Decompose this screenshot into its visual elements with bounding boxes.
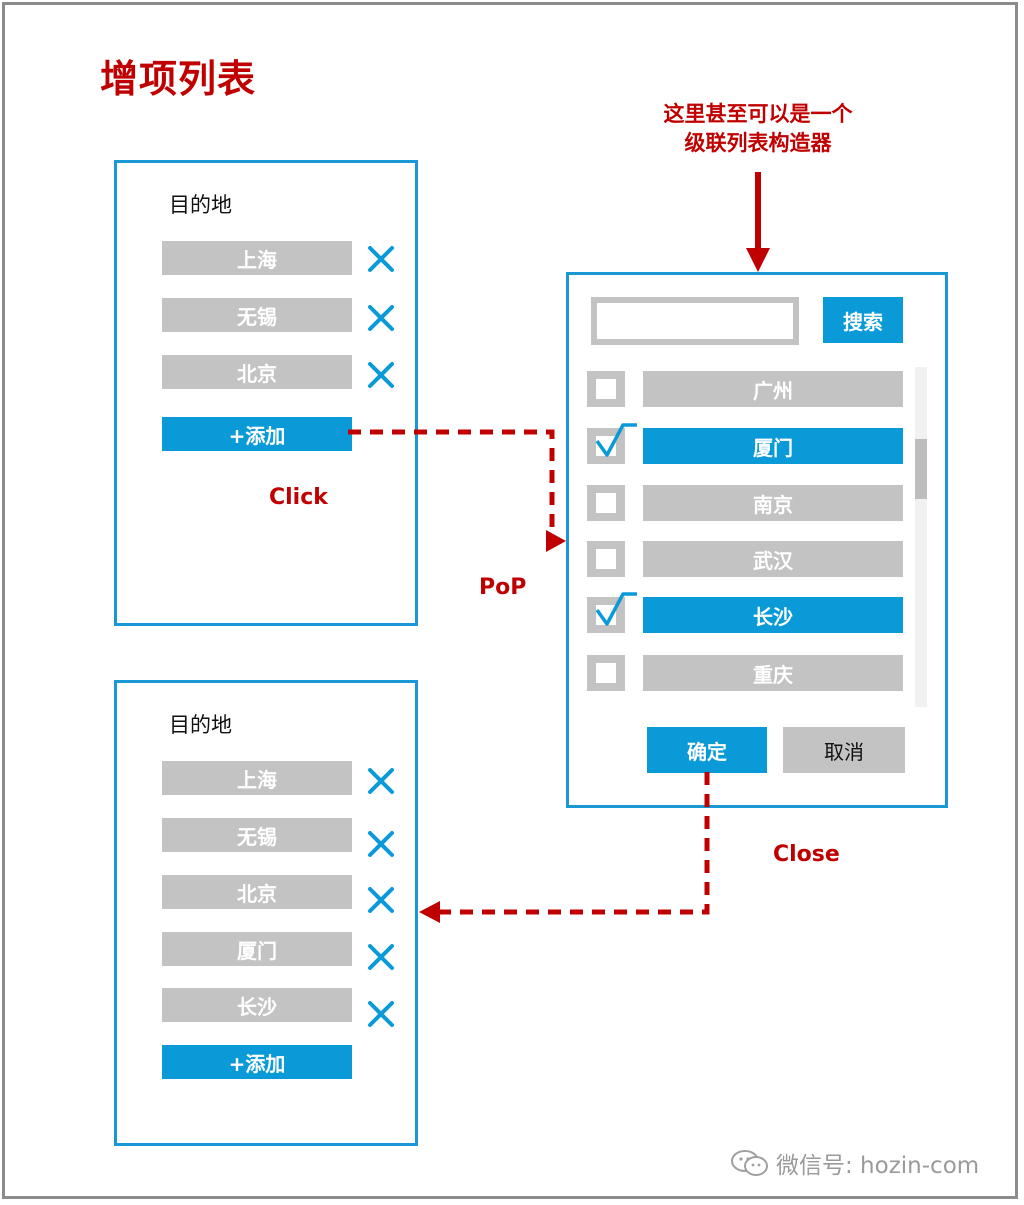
list-item: 上海: [162, 241, 352, 275]
close-icon[interactable]: [365, 941, 397, 973]
wechat-icon: [731, 1150, 768, 1176]
option-label[interactable]: 长沙: [643, 597, 903, 633]
option-label[interactable]: 广州: [643, 371, 903, 407]
option-checkbox[interactable]: [587, 371, 625, 407]
option-label[interactable]: 南京: [643, 485, 903, 521]
option-label[interactable]: 重庆: [643, 655, 903, 691]
page-title: 增项列表: [100, 57, 257, 101]
close-icon[interactable]: [365, 765, 397, 797]
watermark: 微信号: hozin-com: [730, 1146, 979, 1180]
close-icon[interactable]: [365, 302, 397, 334]
option-label[interactable]: 厦门: [643, 428, 903, 464]
checkmark-icon: [595, 592, 637, 626]
annotation-note: 这里甚至可以是一个 级联列表构造器: [620, 100, 896, 158]
option-checkbox[interactable]: [587, 428, 625, 464]
panel-heading: 目的地: [169, 713, 232, 737]
option-checkbox[interactable]: [587, 485, 625, 521]
scrollbar[interactable]: [915, 367, 927, 707]
list-item: 北京: [162, 875, 352, 909]
list-item: 无锡: [162, 818, 352, 852]
list-item: 北京: [162, 355, 352, 389]
option-checkbox[interactable]: [587, 655, 625, 691]
add-button[interactable]: +添加: [162, 417, 352, 451]
panel-heading: 目的地: [169, 193, 232, 217]
click-label: Click: [269, 485, 328, 510]
pop-label: PoP: [479, 575, 527, 600]
close-label: Close: [773, 842, 840, 867]
option-label[interactable]: 武汉: [643, 541, 903, 577]
popup-selector: 搜索 广州 厦门 南京 武汉 长沙 重庆 确定 取消: [566, 272, 948, 808]
list-item: 上海: [162, 761, 352, 795]
close-icon[interactable]: [365, 828, 397, 860]
destination-panel-top: 目的地 上海 无锡 北京 +添加: [114, 160, 418, 626]
close-icon[interactable]: [365, 884, 397, 916]
checkmark-icon: [595, 423, 637, 457]
note-line-1: 这里甚至可以是一个: [663, 102, 853, 126]
list-item: 无锡: [162, 298, 352, 332]
list-item: 长沙: [162, 988, 352, 1022]
note-line-2: 级联列表构造器: [684, 131, 832, 155]
add-button[interactable]: +添加: [162, 1045, 352, 1079]
scrollbar-thumb[interactable]: [915, 439, 927, 499]
option-checkbox[interactable]: [587, 541, 625, 577]
search-button[interactable]: 搜索: [823, 297, 903, 343]
option-checkbox[interactable]: [587, 597, 625, 633]
cancel-button[interactable]: 取消: [783, 727, 905, 773]
close-icon[interactable]: [365, 243, 397, 275]
destination-panel-bottom: 目的地 上海 无锡 北京 厦门 长沙 +添加: [114, 680, 418, 1146]
close-icon[interactable]: [365, 359, 397, 391]
list-item: 厦门: [162, 932, 352, 966]
search-input[interactable]: [591, 297, 799, 345]
confirm-button[interactable]: 确定: [647, 727, 767, 773]
watermark-text: 微信号: hozin-com: [776, 1153, 980, 1179]
close-icon[interactable]: [365, 998, 397, 1030]
